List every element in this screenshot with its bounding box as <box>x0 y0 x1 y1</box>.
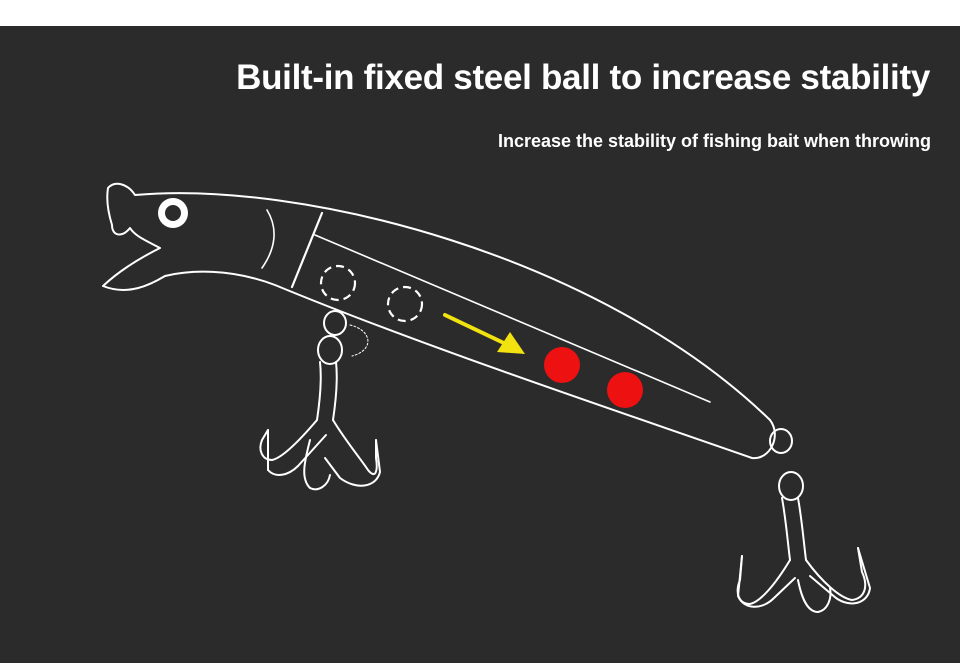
head-divider <box>290 211 324 289</box>
hook-mount-arc <box>349 324 369 357</box>
eye-icon <box>158 198 188 228</box>
steel-ball-fixed-1 <box>544 347 580 383</box>
gill-line <box>261 209 275 269</box>
top-white-strip <box>0 0 960 26</box>
feature-title: Built-in fixed steel ball to increase st… <box>236 58 930 97</box>
product-feature-panel <box>0 26 960 663</box>
steel-ball-original-1 <box>319 264 357 302</box>
internal-rail <box>314 234 711 403</box>
feature-subtitle: Increase the stability of fishing bait w… <box>497 131 931 151</box>
lure-body-outline <box>102 182 776 460</box>
steel-ball-fixed-2 <box>607 372 643 408</box>
treble-hook-front-icon <box>259 310 381 491</box>
direction-arrow-icon <box>443 313 525 354</box>
treble-hook-rear-icon <box>736 428 871 613</box>
steel-ball-original-2 <box>386 285 424 323</box>
